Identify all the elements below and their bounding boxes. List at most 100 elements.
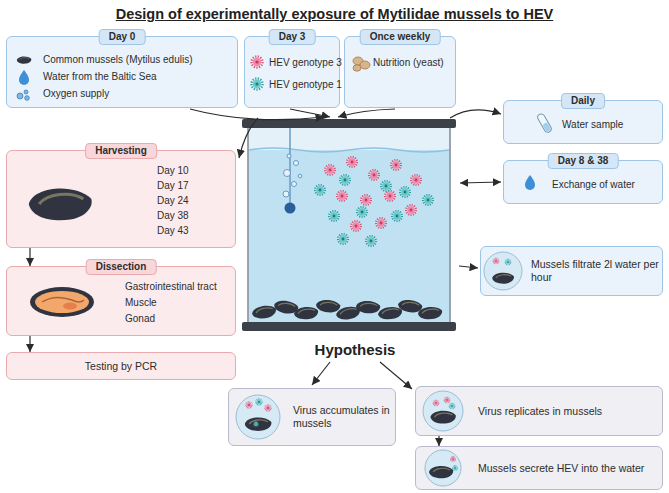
test-tube-icon (536, 113, 552, 134)
step-item: HEV genotype 3 (269, 57, 339, 69)
step-item: HEV genotype 1 (269, 79, 339, 91)
step-heading: Harvesting (85, 143, 157, 159)
air-supply (292, 182, 297, 187)
step-item: Exchange of water (552, 179, 658, 191)
hypothesis-box: Virus accumulates in mussels (228, 388, 396, 446)
accumulation-icon (236, 395, 280, 439)
virus-cloud (357, 207, 367, 217)
test-tube-icon (536, 113, 552, 134)
box-label: Virus replicates in mussels (478, 387, 656, 435)
filtration-icon (492, 273, 514, 284)
step-item: Water sample (562, 119, 658, 131)
flow-connector (29, 336, 30, 352)
sampling-box: Day 8 & 38Exchange of water (503, 160, 663, 204)
virus-cloud (381, 181, 391, 191)
virus-cloud (347, 157, 357, 167)
filtration-icon (484, 252, 522, 290)
virus-cloud (376, 218, 386, 228)
virus-cloud (315, 157, 433, 246)
virus-cloud (338, 234, 348, 244)
water-drop-icon (19, 70, 29, 85)
flow-arrow (459, 266, 478, 268)
replication-icon (423, 391, 463, 431)
flow-arrow (190, 109, 324, 120)
accumulation-icon (245, 417, 272, 430)
tank-mussels (377, 306, 402, 321)
replication-icon (433, 400, 439, 406)
flow-arrow (190, 109, 501, 389)
flow-arrow (338, 109, 395, 117)
replication-icon (449, 403, 455, 409)
air-supply (294, 161, 299, 166)
open-mussel-icon (30, 287, 94, 317)
virus-cloud (325, 165, 335, 175)
virus-cloud (351, 221, 361, 231)
filtration-icon (493, 258, 499, 264)
tank-mussels (418, 306, 443, 319)
yeast-icon (353, 57, 370, 71)
virus-cloud (391, 160, 401, 170)
yeast-icon (353, 57, 363, 65)
mussel-icon (17, 56, 32, 63)
air-supply (283, 191, 289, 197)
method-box: Testing by PCR (6, 352, 236, 380)
secretion-icon (451, 457, 456, 462)
step-item: Nutrition (yeast) (373, 57, 455, 69)
box-label: Testing by PCR (7, 353, 235, 379)
aquarium-tank (242, 119, 456, 128)
accumulation-icon (246, 402, 252, 408)
step-heading: Daily (561, 93, 605, 109)
virus-cloud (329, 211, 339, 221)
test-tube-icon (542, 122, 551, 133)
step-item: Gastrointestinal tract (125, 281, 233, 293)
virus-cloud (366, 236, 376, 246)
virus-icon (252, 57, 263, 90)
yeast-icon (353, 65, 361, 71)
accumulation-icon (256, 399, 262, 405)
box-label: Mussels secrete HEV into the water (478, 447, 656, 489)
virus-cloud (392, 211, 402, 221)
secretion-icon (425, 450, 461, 486)
oxygen-icon (24, 90, 28, 94)
air-supply (285, 203, 296, 214)
tank-mussels (335, 305, 361, 321)
filtration-icon (484, 252, 522, 290)
virus-cloud (406, 205, 416, 215)
air-supply (287, 154, 291, 158)
tank-mussels (251, 298, 442, 321)
accumulation-icon (265, 405, 271, 411)
open-mussel-icon (30, 287, 94, 317)
water-drop-icon (19, 70, 29, 85)
secretion-icon (429, 466, 453, 478)
note-box: Mussels filtrate 2l water per hour (480, 246, 663, 296)
flow-arrow (460, 182, 501, 183)
flow-connector (438, 436, 439, 446)
sampling-box: DailyWater sample (503, 100, 663, 144)
step-heading: Dissection (86, 259, 157, 275)
step-heading: Day 0 (99, 29, 146, 45)
water-drop-icon (525, 175, 535, 190)
tank-mussels (397, 298, 423, 313)
box-label: Mussels filtrate 2l water per hour (531, 247, 659, 295)
step-item: Water from the Baltic Sea (43, 71, 233, 83)
aquarium-tank (248, 126, 450, 324)
mussel-icon (29, 189, 92, 221)
oxygen-icon (17, 93, 23, 99)
section-heading: Hypothesis (295, 341, 415, 359)
harvest-box: HarvestingDay 10Day 17Day 24Day 38Day 43 (6, 150, 236, 248)
setup-box: Day 3HEV genotype 3HEV genotype 1 (244, 36, 340, 108)
tank-mussels (294, 306, 319, 320)
virus-cloud (423, 195, 433, 205)
step-heading: Once weekly (360, 29, 441, 45)
tank-mussels (356, 300, 381, 314)
replication-icon (444, 397, 450, 403)
virus-cloud (340, 175, 350, 185)
secretion-icon (453, 466, 458, 471)
accumulation-icon (236, 395, 280, 439)
air-supply (289, 128, 291, 204)
filtration-icon (505, 259, 511, 265)
flow-connector (29, 248, 30, 266)
diagram-title: Design of experimentally exposure of Myt… (0, 5, 669, 23)
flow-arrow (450, 110, 501, 118)
oxygen-icon (17, 90, 29, 100)
